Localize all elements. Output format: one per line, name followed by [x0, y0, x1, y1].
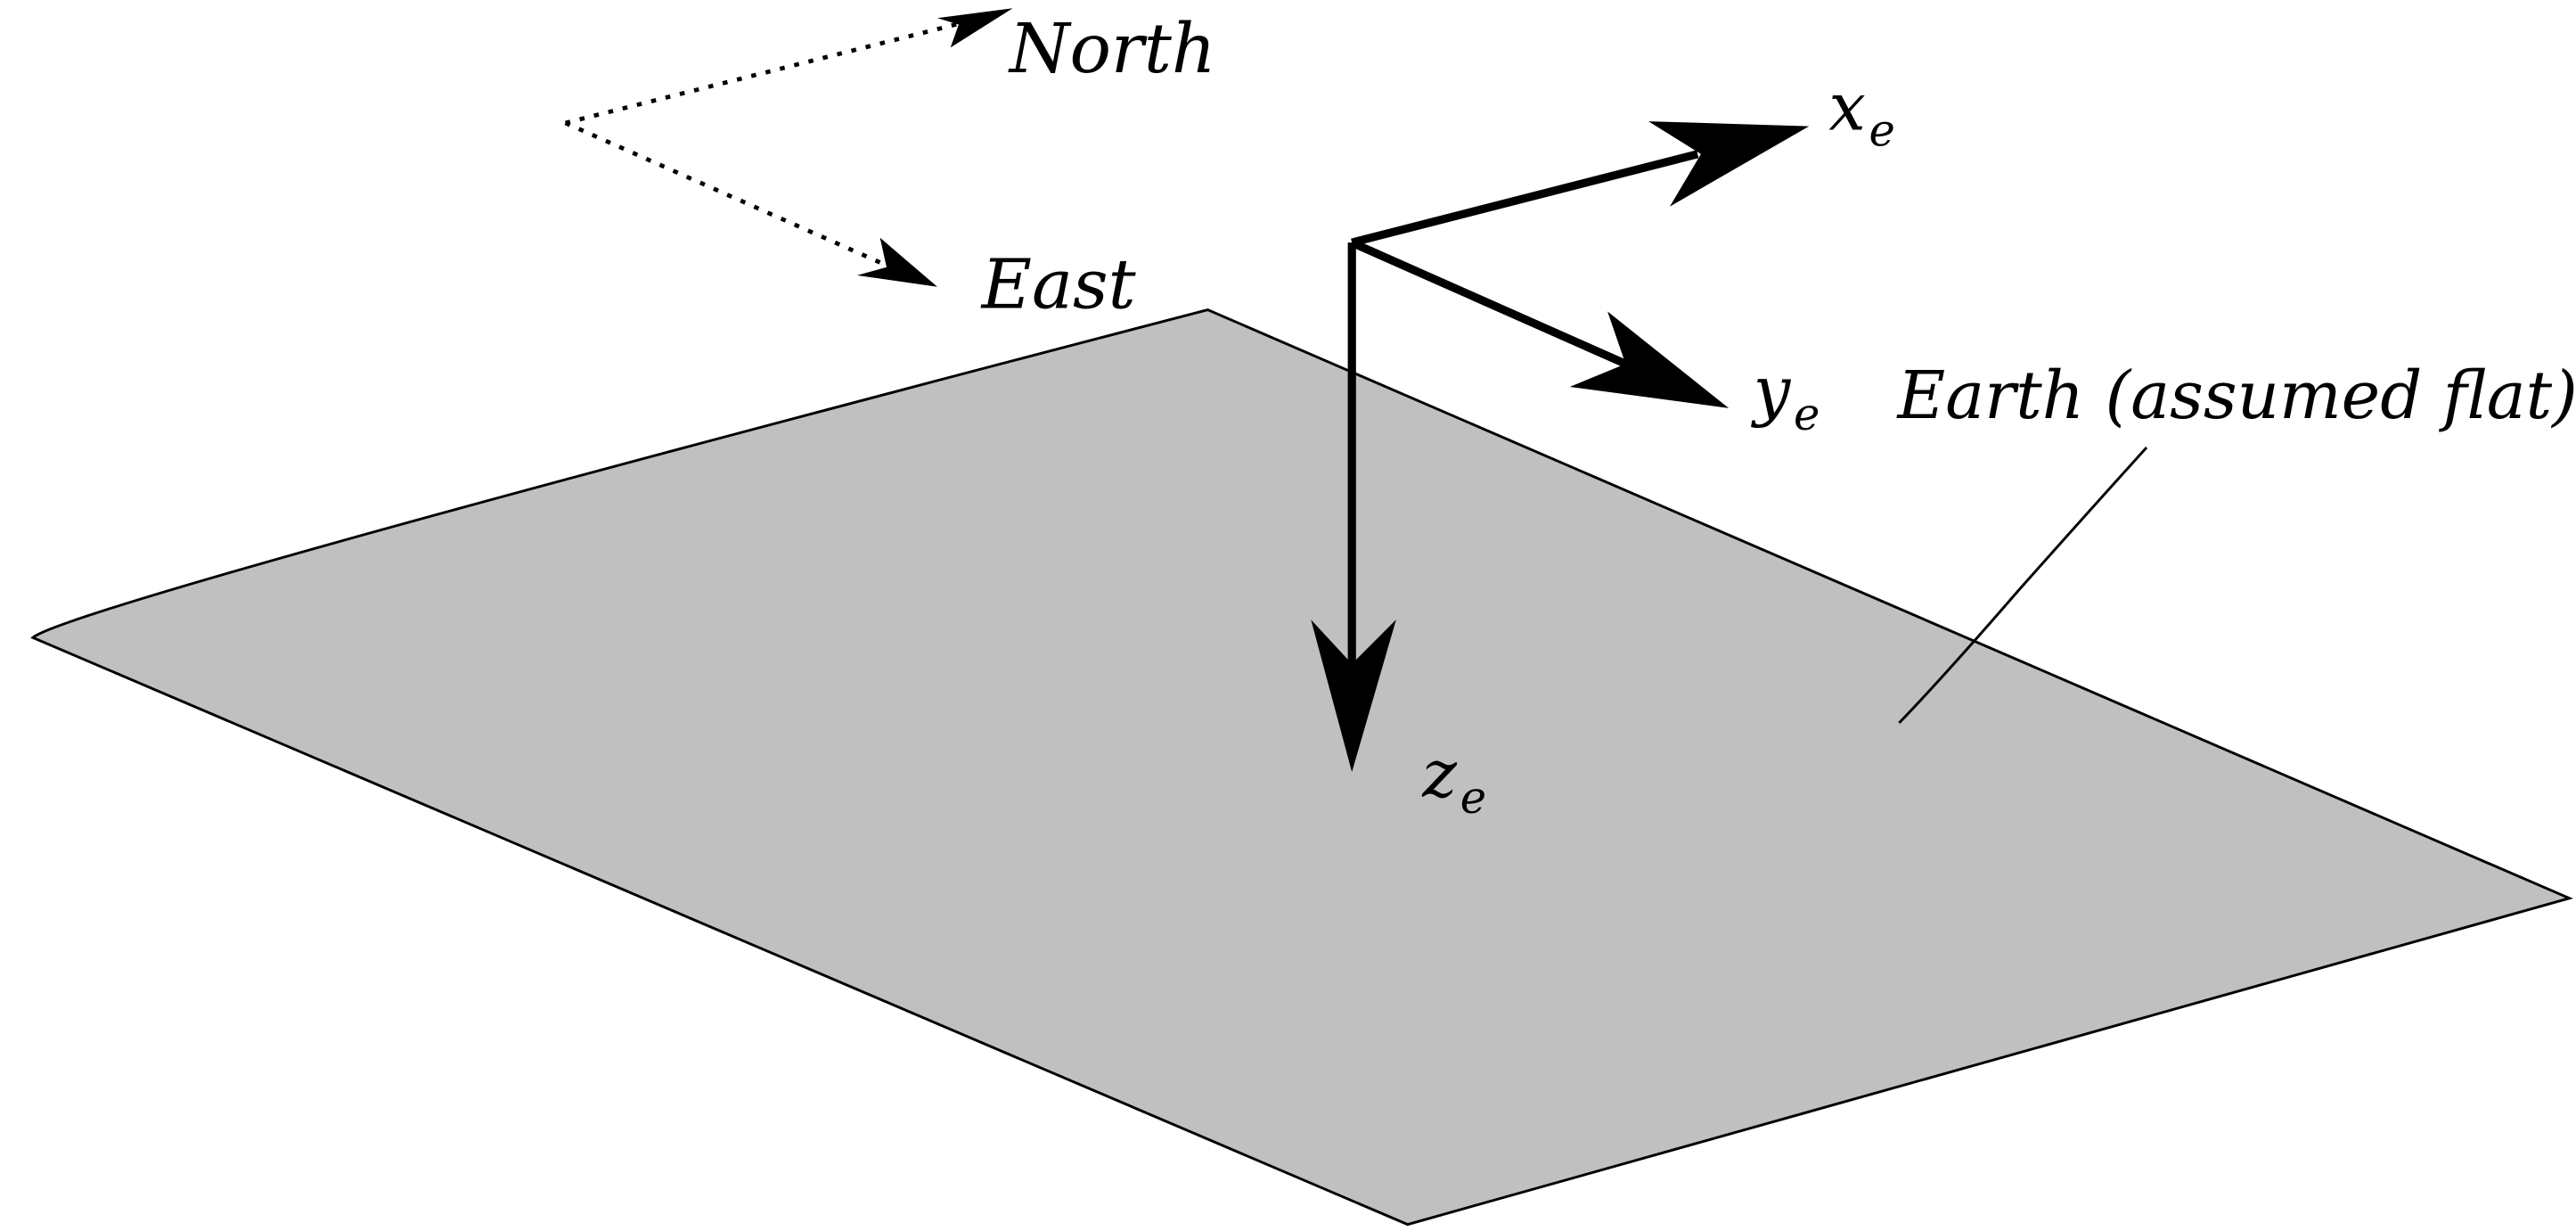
y-axis-arrowhead — [1569, 311, 1730, 408]
z-axis-label-subscript: e — [1460, 772, 1486, 824]
x-axis-arrow — [1351, 121, 1810, 247]
x-axis-label-subscript: e — [1869, 105, 1894, 157]
north-reference-arrow — [564, 8, 1013, 126]
y-axis-label-base: y — [1751, 353, 1792, 429]
earth-plane — [30, 308, 2573, 1227]
earth-label: Earth (assumed flat) — [1896, 358, 2576, 434]
east-label: East — [980, 245, 1137, 325]
east-arrowhead — [856, 237, 937, 287]
z-axis-arrowhead — [1311, 620, 1396, 773]
x-axis-arrowhead — [1648, 121, 1810, 207]
north-arrowhead — [936, 8, 1013, 48]
east-reference-arrow — [564, 120, 937, 287]
y-axis-label-subscript: e — [1794, 389, 1820, 440]
north-label: North — [1008, 9, 1216, 89]
y-axis-arrow — [1350, 238, 1730, 408]
z-axis-arrow — [1311, 242, 1396, 773]
z-axis-label-base: z — [1421, 737, 1458, 813]
x-axis-label-base: x — [1828, 70, 1865, 145]
earth-leader-line — [1898, 447, 2148, 724]
